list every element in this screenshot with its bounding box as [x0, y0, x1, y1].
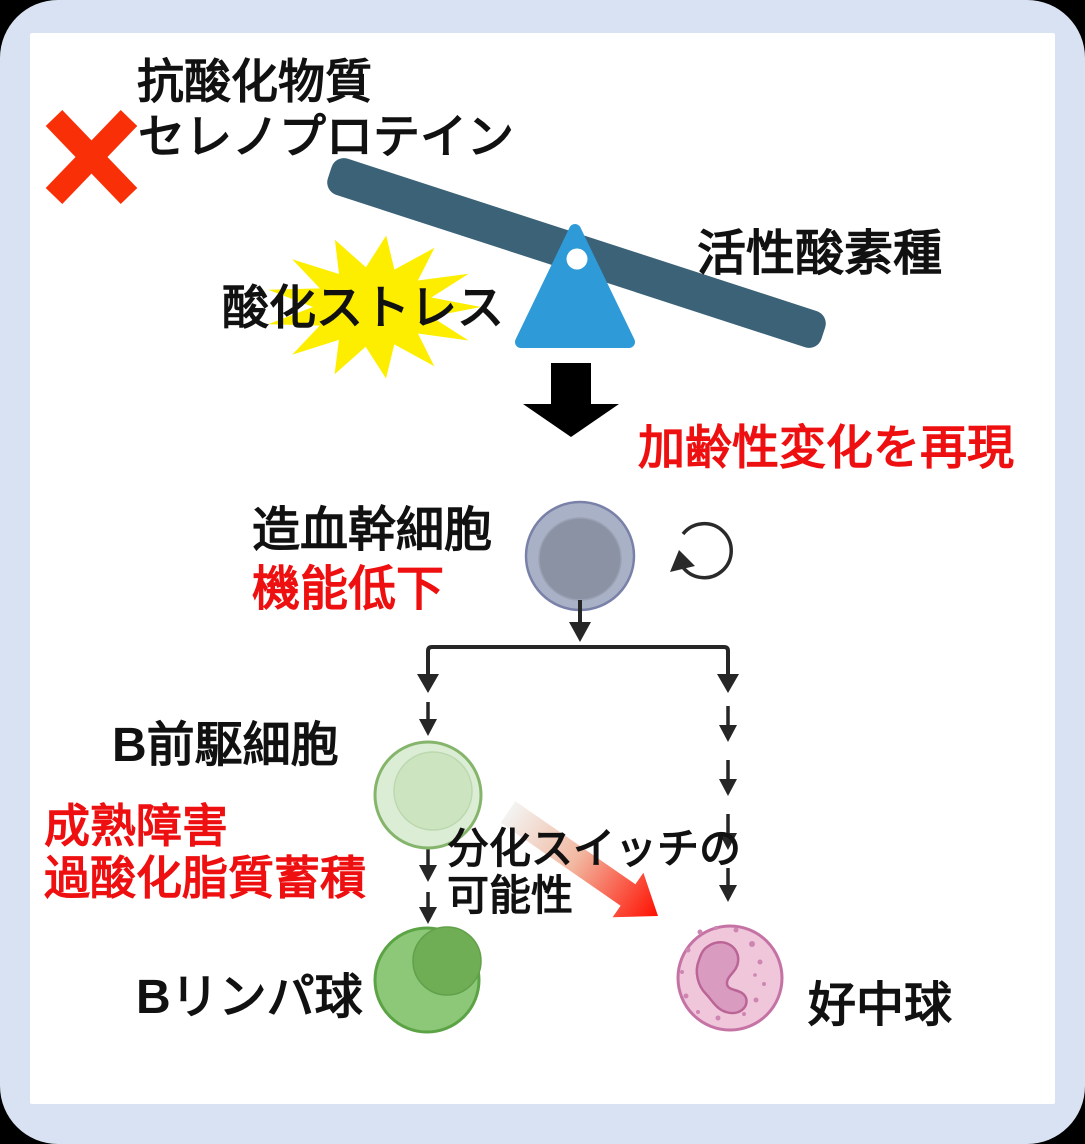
aging-change-label: 加齢性変化を再現: [638, 421, 1014, 474]
neutrophil-label: 好中球: [808, 979, 953, 1032]
antioxidant-title: 抗酸化物質: [137, 55, 372, 108]
b-lymphocyte-label: Bリンパ球: [136, 971, 363, 1024]
starburst-shape: [268, 235, 481, 379]
lineage-branch-arrowheads: [417, 622, 739, 693]
selenoprotein-label: セレノプロテイン: [138, 110, 514, 163]
hsc-status-label: 機能低下: [252, 563, 445, 616]
neutrophil-cell: [676, 924, 784, 1032]
switch-note-line1: 分化スイッチの: [447, 825, 742, 872]
down-block-arrow: [523, 363, 619, 437]
seesaw-fulcrum: [515, 224, 635, 348]
lineage-branch-arrows: [426, 600, 730, 676]
neutrophil-lineage-dashed-arrows: [719, 706, 737, 902]
cross-icon: [45, 110, 138, 204]
ros-label: 活性酸素種: [697, 227, 943, 281]
b-lymphocyte-cell: [373, 926, 482, 1034]
b-precursor-cell: [373, 740, 483, 850]
hsc-label: 造血幹細胞: [252, 504, 493, 557]
switch-note-line2: 可能性: [447, 872, 574, 919]
differentiation-switch-arrow: [500, 801, 658, 918]
self-renewal-arrow-icon: [670, 521, 733, 580]
lipid-peroxide-label: 過酸化脂質蓄積: [44, 852, 366, 904]
neutrophil-nucleus: [695, 941, 748, 1015]
b-lineage-dashed-arrows: [419, 702, 437, 924]
maturation-defect-label: 成熟障害: [44, 800, 228, 852]
hsc-cell: [524, 500, 636, 612]
neutrophil-granules: [680, 926, 766, 1021]
b-precursor-label: B前駆細胞: [112, 719, 339, 772]
oxidative-stress-label: 酸化ストレス: [222, 281, 504, 334]
fulcrum-pivot-dot: [566, 248, 588, 270]
